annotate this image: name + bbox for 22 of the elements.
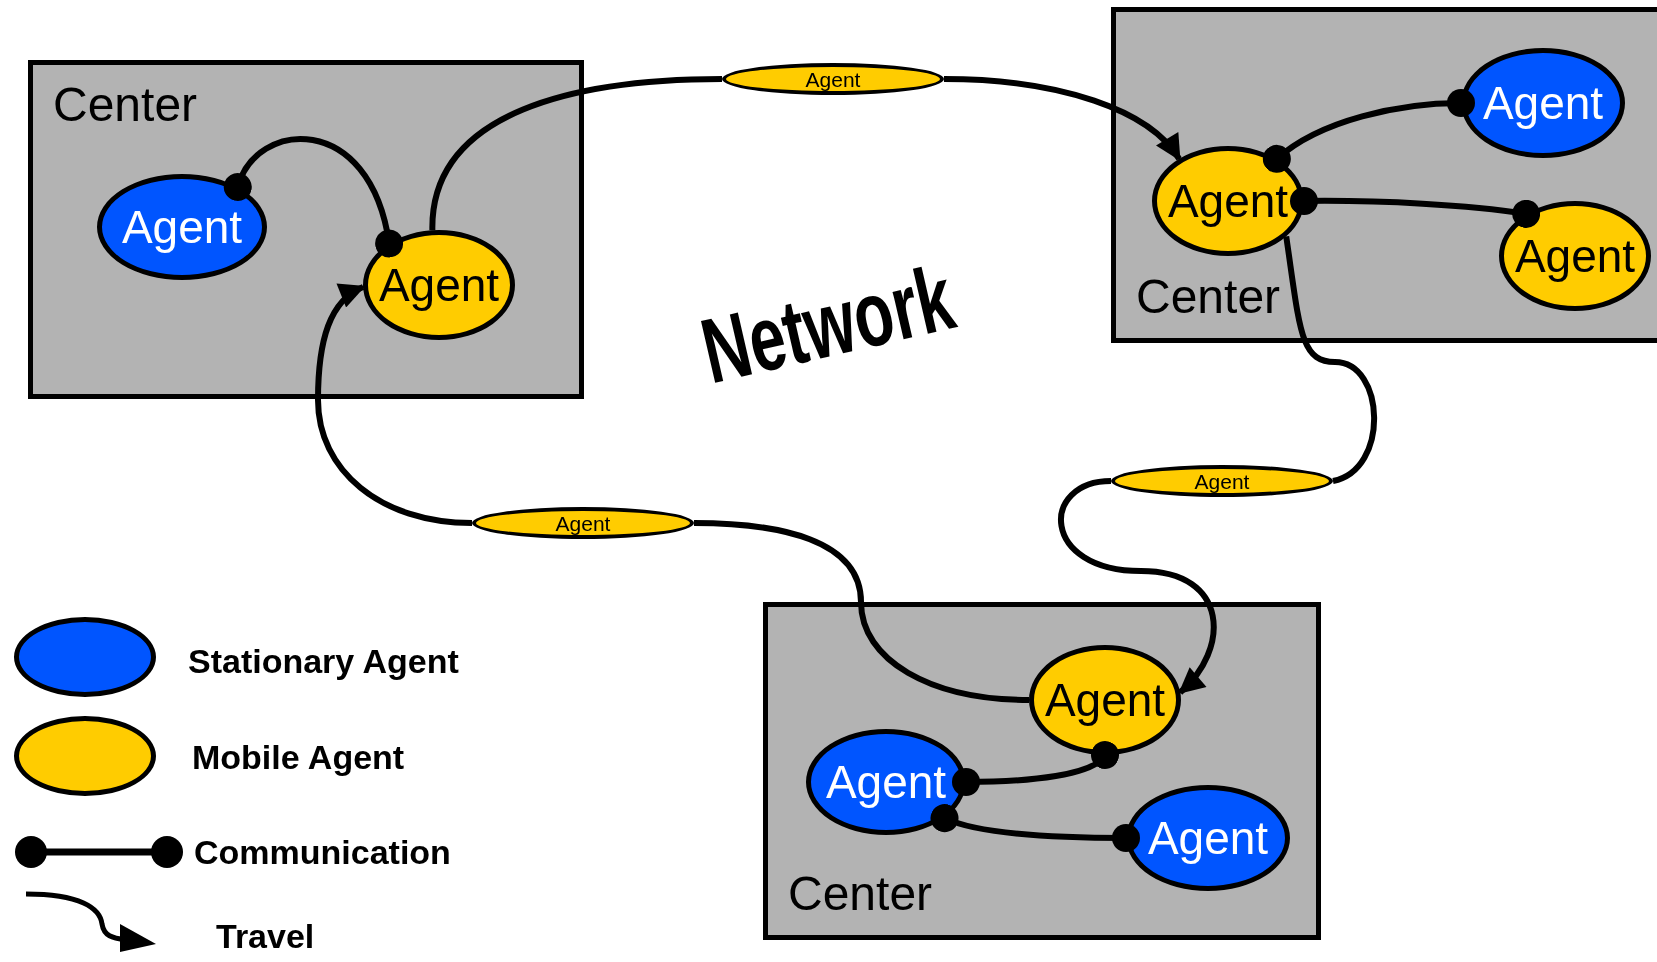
travel-arrow [1058, 478, 1217, 695]
travel-arrow [943, 76, 1182, 161]
communication-line [1290, 187, 1541, 228]
center-box [28, 60, 584, 399]
agent-label: Agent [555, 512, 611, 534]
communication-line [930, 804, 1140, 852]
box-title: Center [53, 79, 198, 132]
network-label: Network [693, 250, 962, 398]
legend-label: Stationary Agent [188, 644, 459, 678]
legend-label: Travel [216, 919, 315, 953]
travel-arrow [315, 284, 473, 526]
communication-line [952, 741, 1119, 796]
box-title: Center [1136, 271, 1281, 324]
communication-line [1262, 89, 1475, 173]
box-title: Center [788, 868, 933, 921]
center-box [1111, 7, 1657, 343]
communication-line [223, 136, 404, 258]
center-box [763, 602, 1321, 940]
agent-label: Agent [1194, 470, 1250, 492]
legend-label: Mobile Agent [192, 740, 405, 774]
agent-label: Agent [805, 68, 861, 90]
legend-label: Communication [194, 835, 451, 869]
